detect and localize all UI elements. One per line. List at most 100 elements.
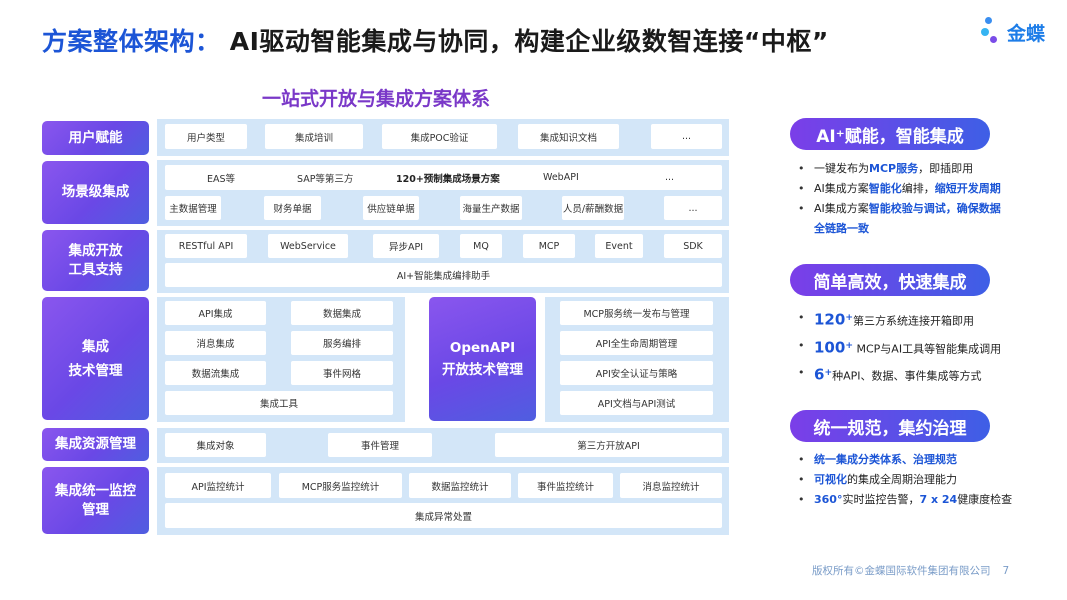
- bullet-highlight: 智能校验与调试，确保数据: [868, 202, 1001, 215]
- page-title-main: AI驱动智能集成与协同，构建企业级数智连接“中枢”: [229, 27, 829, 56]
- cell-mq: MQ: [460, 234, 502, 258]
- section-bullets-governance: 统一集成分类体系、治理规范 可视化的集成全周期治理能力 360°实时监控告警，7…: [798, 450, 1012, 510]
- diagram-title: 一站式开放与集成方案体系: [262, 88, 491, 110]
- bullet-item: 120+第三方系统连接开箱即用: [798, 306, 1001, 334]
- bullet-highlight: 统一集成分类体系、治理规范: [814, 453, 957, 466]
- section-pill-ai-enablement: AI⁺赋能，智能集成: [790, 118, 990, 150]
- cell-event-monitoring: 事件监控统计: [518, 473, 613, 498]
- bullet-text: 的集成全周期治理能力: [847, 473, 957, 486]
- section-title: AI⁺赋能，智能集成: [816, 126, 964, 147]
- scenario-line-1: EAS等 SAP等第三方 120+预制集成场景方案 WebAPI ...: [165, 165, 722, 190]
- cell-finance-docs: 财务单据: [264, 196, 321, 220]
- cell-data-monitoring: 数据监控统计: [409, 473, 511, 498]
- logo-text: 金蝶: [1007, 23, 1046, 45]
- logo-dot-icon: [981, 28, 989, 36]
- cell-third-party-open-api: 第三方开放API: [495, 433, 722, 457]
- cell-integration-training: 集成培训: [265, 124, 363, 149]
- row-label-monitoring: 集成统一监控 管理: [42, 467, 149, 534]
- row-label-text: 管理: [82, 501, 109, 518]
- section-pill-fast-integration: 简单高效，快速集成: [790, 264, 990, 296]
- section-bullets-ai-enablement: 一键发布为MCP服务，即插即用 AI集成方案智能化编排，缩短开发周期 AI集成方…: [798, 159, 1001, 239]
- bullet-text: 第三方系统连接开箱即用: [853, 314, 974, 328]
- page-title: 方案整体架构： AI驱动智能集成与协同，构建企业级数智连接“中枢”: [42, 22, 829, 58]
- section-title: 统一规范，集约治理: [813, 418, 967, 439]
- section-title: 简单高效，快速集成: [813, 272, 967, 293]
- cell-webservice: WebService: [268, 234, 348, 258]
- cell-api-security: API安全认证与策略: [560, 361, 713, 385]
- cell-more: ...: [651, 124, 722, 149]
- cell-event: Event: [595, 234, 643, 258]
- openapi-title: OpenAPI: [449, 340, 516, 356]
- cell-more: ...: [665, 172, 675, 183]
- bullet-highlight: 可视化: [814, 473, 847, 486]
- bullet-highlight: 缩短开发周期: [934, 182, 1001, 195]
- row-label-text: 集成资源管理: [55, 436, 136, 452]
- bullet-text: MCP与AI工具等智能集成调用: [853, 342, 1002, 356]
- cell-event-grid: 事件网格: [291, 361, 393, 385]
- page-number: 7: [1002, 565, 1010, 577]
- cell-dataflow-integration: 数据流集成: [165, 361, 266, 385]
- row-label-text: 场景级集成: [61, 184, 130, 200]
- bullet-item: 一键发布为MCP服务，即插即用: [798, 159, 1001, 179]
- bullet-text: 编排，: [901, 182, 935, 195]
- cell-prebuilt-scenarios: 120+预制集成场景方案: [396, 173, 500, 185]
- bullet-highlight: 360°: [814, 493, 843, 506]
- cell-sap: SAP等第三方: [297, 173, 354, 185]
- cell-api-docs-testing: API文档与API测试: [560, 391, 713, 415]
- row-label-scenario-integration: 场景级集成: [42, 161, 149, 224]
- openapi-subtitle: 开放技术管理: [442, 362, 523, 378]
- bullet-item: AI集成方案智能校验与调试，确保数据: [798, 199, 1001, 219]
- row-label-text: 工具支持: [68, 261, 123, 278]
- cell-exception-handling: 集成异常处置: [165, 503, 722, 528]
- row-label-resource-management: 集成资源管理: [42, 428, 149, 461]
- bullet-text: 实时监控告警，: [842, 493, 920, 506]
- bullet-highlight: 全链路一致: [814, 222, 869, 235]
- bullet-highlight: 7 x 24: [919, 493, 958, 506]
- copyright-text: 版权所有©金蝶国际软件集团有限公司: [812, 565, 991, 577]
- bullet-number: 100: [814, 338, 846, 357]
- row-label-text: 集成: [82, 338, 109, 355]
- cell-async-api: 异步API: [373, 234, 439, 258]
- row-label-text: 用户赋能: [68, 129, 123, 146]
- bullet-item: 统一集成分类体系、治理规范: [798, 450, 1012, 470]
- logo-dot-icon: [985, 17, 992, 24]
- cell-knowledge-docs: 集成知识文档: [518, 124, 619, 149]
- row-label-user-enablement: 用户赋能: [42, 121, 149, 155]
- cell-webapi: WebAPI: [543, 172, 579, 183]
- cell-supply-chain-docs: 供应链单据: [363, 196, 419, 220]
- cell-master-data: 主数据管理: [165, 196, 221, 220]
- page-title-prefix: 方案整体架构：: [42, 27, 221, 56]
- cell-poc-validation: 集成POC验证: [382, 124, 497, 149]
- cell-service-orchestration: 服务编排: [291, 331, 393, 355]
- cell-eas: EAS等: [207, 173, 236, 185]
- bullet-text: ，即插即用: [918, 162, 974, 175]
- cell-restful-api: RESTful API: [165, 234, 247, 258]
- bullet-number: 6: [814, 365, 825, 384]
- cell-sdk: SDK: [664, 234, 722, 258]
- section-pill-governance: 统一规范，集约治理: [790, 410, 990, 442]
- cell-event-management: 事件管理: [328, 433, 432, 457]
- cell-ai-orchestration-assistant: AI+智能集成编排助手: [165, 263, 722, 287]
- cell-api-monitoring: API监控统计: [165, 473, 271, 498]
- bullet-item: 6+种API、数据、事件集成等方式: [798, 361, 1001, 389]
- openapi-management-block: OpenAPI 开放技术管理: [429, 297, 536, 421]
- cell-api-lifecycle: API全生命周期管理: [560, 331, 713, 355]
- bullet-item: 360°实时监控告警，7 x 24健康度检查: [798, 490, 1012, 510]
- cell-message-monitoring: 消息监控统计: [620, 473, 722, 498]
- bullet-text: AI集成方案: [814, 182, 869, 195]
- bullet-text: 一键发布为: [814, 162, 869, 175]
- row-label-tech-management: 集成 技术管理: [42, 297, 149, 420]
- bullet-sup: +: [824, 367, 833, 379]
- cell-hr-payroll-data: 人员/薪酬数据: [562, 196, 624, 220]
- cell-mcp: MCP: [523, 234, 575, 258]
- bullet-highlight: 智能化: [868, 182, 902, 195]
- cell-message-integration: 消息集成: [165, 331, 266, 355]
- kingdee-logo: 金蝶: [981, 16, 1051, 48]
- row-label-text: 集成统一监控: [55, 482, 136, 499]
- bullet-sup: +: [845, 339, 853, 351]
- section-bullets-fast-integration: 120+第三方系统连接开箱即用 100+ MCP与AI工具等智能集成调用 6+种…: [798, 306, 1001, 389]
- cell-mcp-service-publishing: MCP服务统一发布与管理: [560, 301, 713, 325]
- row-label-text: 集成开放: [68, 242, 123, 259]
- cell-integration-objects: 集成对象: [165, 433, 266, 457]
- bullet-number: 120: [814, 310, 846, 329]
